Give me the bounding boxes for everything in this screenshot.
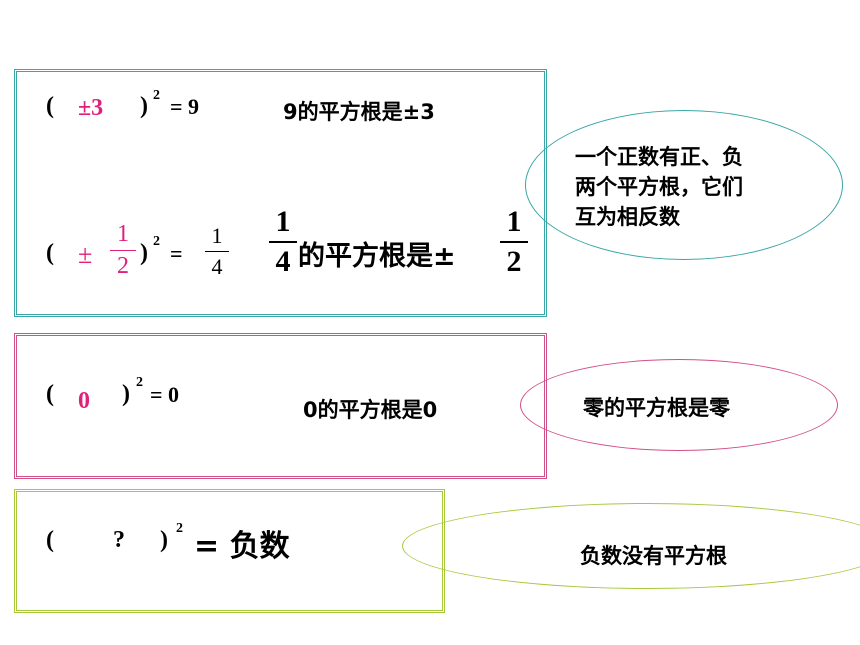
row2-answer-denominator: 2 bbox=[117, 253, 129, 279]
row2-statement-answer-denominator: 2 bbox=[506, 245, 522, 278]
row2-statement-fraction: 1 4 bbox=[269, 205, 297, 279]
row2-result-numerator: 1 bbox=[211, 223, 223, 248]
row4-answer: ? bbox=[113, 527, 125, 553]
row3-open-paren: ( bbox=[46, 381, 54, 407]
note1-line-1: 一个正数有正、负 bbox=[575, 145, 743, 169]
row2-statement-text: 的平方根是± bbox=[298, 241, 456, 272]
row4-open-paren: ( bbox=[46, 527, 54, 553]
zero-note-ellipse bbox=[520, 359, 838, 451]
zero-box bbox=[14, 333, 547, 479]
row1-statement: 9的平方根是±3 bbox=[283, 100, 435, 124]
row3-equation-result: = 0 bbox=[150, 382, 180, 407]
row2-statement-denominator: 4 bbox=[275, 245, 291, 278]
row2-exponent: 2 bbox=[153, 234, 160, 249]
zero-note: 零的平方根是零 bbox=[583, 396, 730, 420]
row2-result-bar bbox=[205, 251, 229, 252]
row1-exponent: 2 bbox=[153, 88, 160, 103]
row2-result-fraction: 1 4 bbox=[205, 223, 229, 280]
row2-answer-bar bbox=[110, 250, 136, 251]
row2-plus-minus: ± bbox=[78, 240, 93, 269]
row2-result-denominator: 4 bbox=[211, 254, 223, 279]
positive-number-note: 一个正数有正、负 两个平方根，它们 互为相反数 bbox=[575, 142, 815, 232]
negative-number-note: 负数没有平方根 bbox=[580, 544, 727, 568]
row3-answer: 0 bbox=[78, 388, 90, 414]
row2-equals: = bbox=[170, 241, 183, 266]
row4-exponent: 2 bbox=[176, 521, 183, 536]
row2-statement-answer-fraction: 1 2 bbox=[500, 205, 528, 279]
row2-open-paren: ( bbox=[46, 240, 54, 266]
note1-line-3: 互为相反数 bbox=[575, 205, 680, 229]
row2-statement-numerator: 1 bbox=[275, 205, 291, 238]
row2-answer-fraction: 1 2 bbox=[110, 221, 136, 280]
row4-close-paren: ) bbox=[160, 527, 168, 553]
row2-answer-numerator: 1 bbox=[117, 221, 129, 247]
negative-number-note-ellipse bbox=[402, 503, 860, 589]
row3-close-paren: ) bbox=[122, 381, 130, 407]
row1-answer: ±3 bbox=[78, 95, 104, 121]
row2-statement-bar bbox=[269, 241, 297, 243]
row2-statement-answer-bar bbox=[500, 241, 528, 243]
row1-equation-result: = 9 bbox=[170, 94, 200, 119]
row4-equation-result: = 负数 bbox=[194, 529, 290, 564]
row1-close-paren: ) bbox=[140, 93, 148, 119]
row3-exponent: 2 bbox=[136, 375, 143, 390]
positive-number-note-ellipse bbox=[525, 110, 843, 260]
row2-statement-answer-numerator: 1 bbox=[506, 205, 522, 238]
row3-statement: 0的平方根是0 bbox=[303, 398, 438, 422]
row2-close-paren: ) bbox=[140, 240, 148, 266]
note1-line-2: 两个平方根，它们 bbox=[575, 175, 743, 199]
row1-open-paren: ( bbox=[46, 93, 54, 119]
